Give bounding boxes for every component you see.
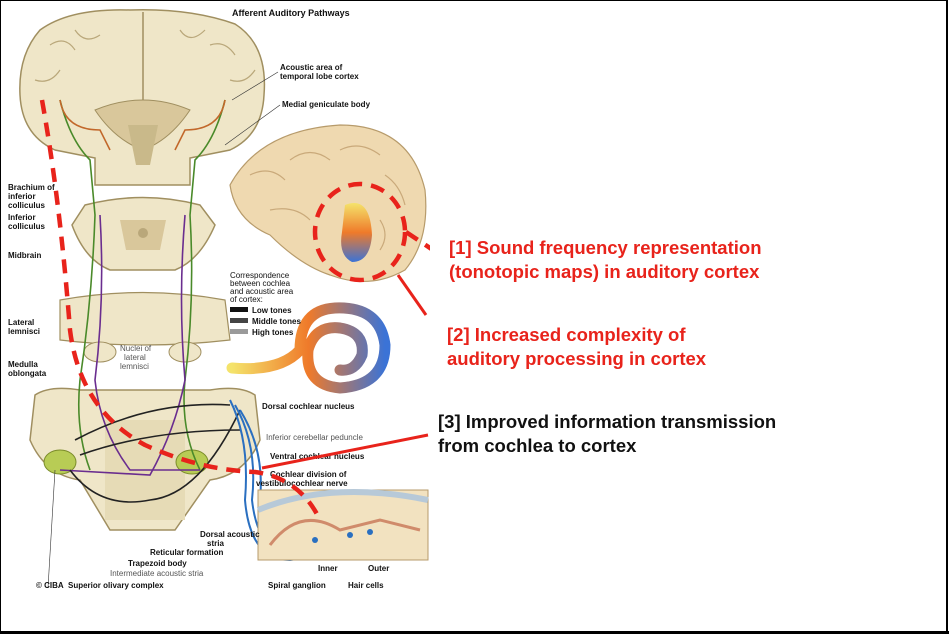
medulla-section bbox=[30, 388, 260, 530]
label-nuclei-lateral-2: lateral bbox=[124, 353, 146, 362]
label-superior-olivary: Superior olivary complex bbox=[68, 581, 164, 590]
label-reticular: Reticular formation bbox=[150, 548, 223, 557]
auditory-pathway-illustration: Afferent Auditory Pathways bbox=[0, 0, 430, 600]
label-brachium-2: inferior bbox=[8, 192, 36, 201]
label-intermediate: Intermediate acoustic stria bbox=[110, 569, 204, 578]
label-inner: Inner bbox=[318, 564, 338, 573]
label-nuclei-lateral-1: Nuclei of bbox=[120, 344, 152, 353]
label-acoustic-area-2: temporal lobe cortex bbox=[280, 72, 359, 81]
annotation-2: [2] Increased complexity of auditory pro… bbox=[447, 323, 706, 371]
svg-text:Low tones: Low tones bbox=[252, 306, 292, 315]
annotation-3-line-2: from cochlea to cortex bbox=[438, 434, 776, 458]
label-hair-cells: Hair cells bbox=[348, 581, 384, 590]
label-nuclei-lateral-3: lemnisci bbox=[120, 362, 149, 371]
annotation-3: [3] Improved information transmission fr… bbox=[438, 410, 776, 458]
annotation-2-line-1: [2] Increased complexity of bbox=[447, 323, 706, 347]
label-midbrain: Midbrain bbox=[8, 251, 41, 260]
label-trapezoid: Trapezoid body bbox=[128, 559, 187, 568]
annotation-1: [1] Sound frequency representation (tono… bbox=[449, 236, 762, 284]
label-brachium-3: colliculus bbox=[8, 201, 45, 210]
label-medulla-1: Medulla bbox=[8, 360, 38, 369]
label-lateral-lemnisci-2: lemnisci bbox=[8, 327, 40, 336]
label-inferior-colliculus-2: colliculus bbox=[8, 222, 45, 231]
label-dorsal-acoustic-1: Dorsal acoustic bbox=[200, 530, 260, 539]
svg-text:High tones: High tones bbox=[252, 328, 294, 337]
label-spiral-ganglion: Spiral ganglion bbox=[268, 581, 326, 590]
label-ciba: © CIBA bbox=[36, 581, 64, 590]
annotation-3-line-1: [3] Improved information transmission bbox=[438, 410, 776, 434]
red-connector-2 bbox=[398, 275, 426, 315]
label-medial-geniculate: Medial geniculate body bbox=[282, 100, 371, 109]
label-dorsal-acoustic-2: stria bbox=[207, 539, 224, 548]
label-outer: Outer bbox=[368, 564, 389, 573]
figure-title: Afferent Auditory Pathways bbox=[232, 8, 350, 18]
label-dorsal-cochlear: Dorsal cochlear nucleus bbox=[262, 402, 355, 411]
brain-coronal-section bbox=[20, 10, 265, 185]
label-acoustic-area-1: Acoustic area of bbox=[280, 63, 343, 72]
tone-legend: Correspondence between cochlea and acous… bbox=[230, 271, 301, 337]
label-brachium-1: Brachium of bbox=[8, 183, 55, 192]
label-cochlear-division-2: vestibulocochlear nerve bbox=[256, 479, 348, 488]
annotation-1-line-2: (tonotopic maps) in auditory cortex bbox=[449, 260, 762, 284]
label-inferior-colliculus-1: Inferior bbox=[8, 213, 36, 222]
annotation-2-line-2: auditory processing in cortex bbox=[447, 347, 706, 371]
label-inferior-cerebellar: Inferior cerebellar peduncle bbox=[266, 433, 363, 442]
organ-of-corti-inset bbox=[258, 490, 428, 560]
label-lateral-lemnisci-1: Lateral bbox=[8, 318, 34, 327]
svg-text:of cortex:: of cortex: bbox=[230, 295, 263, 304]
svg-text:Middle tones: Middle tones bbox=[252, 317, 301, 326]
annotation-1-line-1: [1] Sound frequency representation bbox=[449, 236, 762, 260]
label-medulla-2: oblongata bbox=[8, 369, 47, 378]
slide-frame-right-edge bbox=[946, 0, 948, 634]
